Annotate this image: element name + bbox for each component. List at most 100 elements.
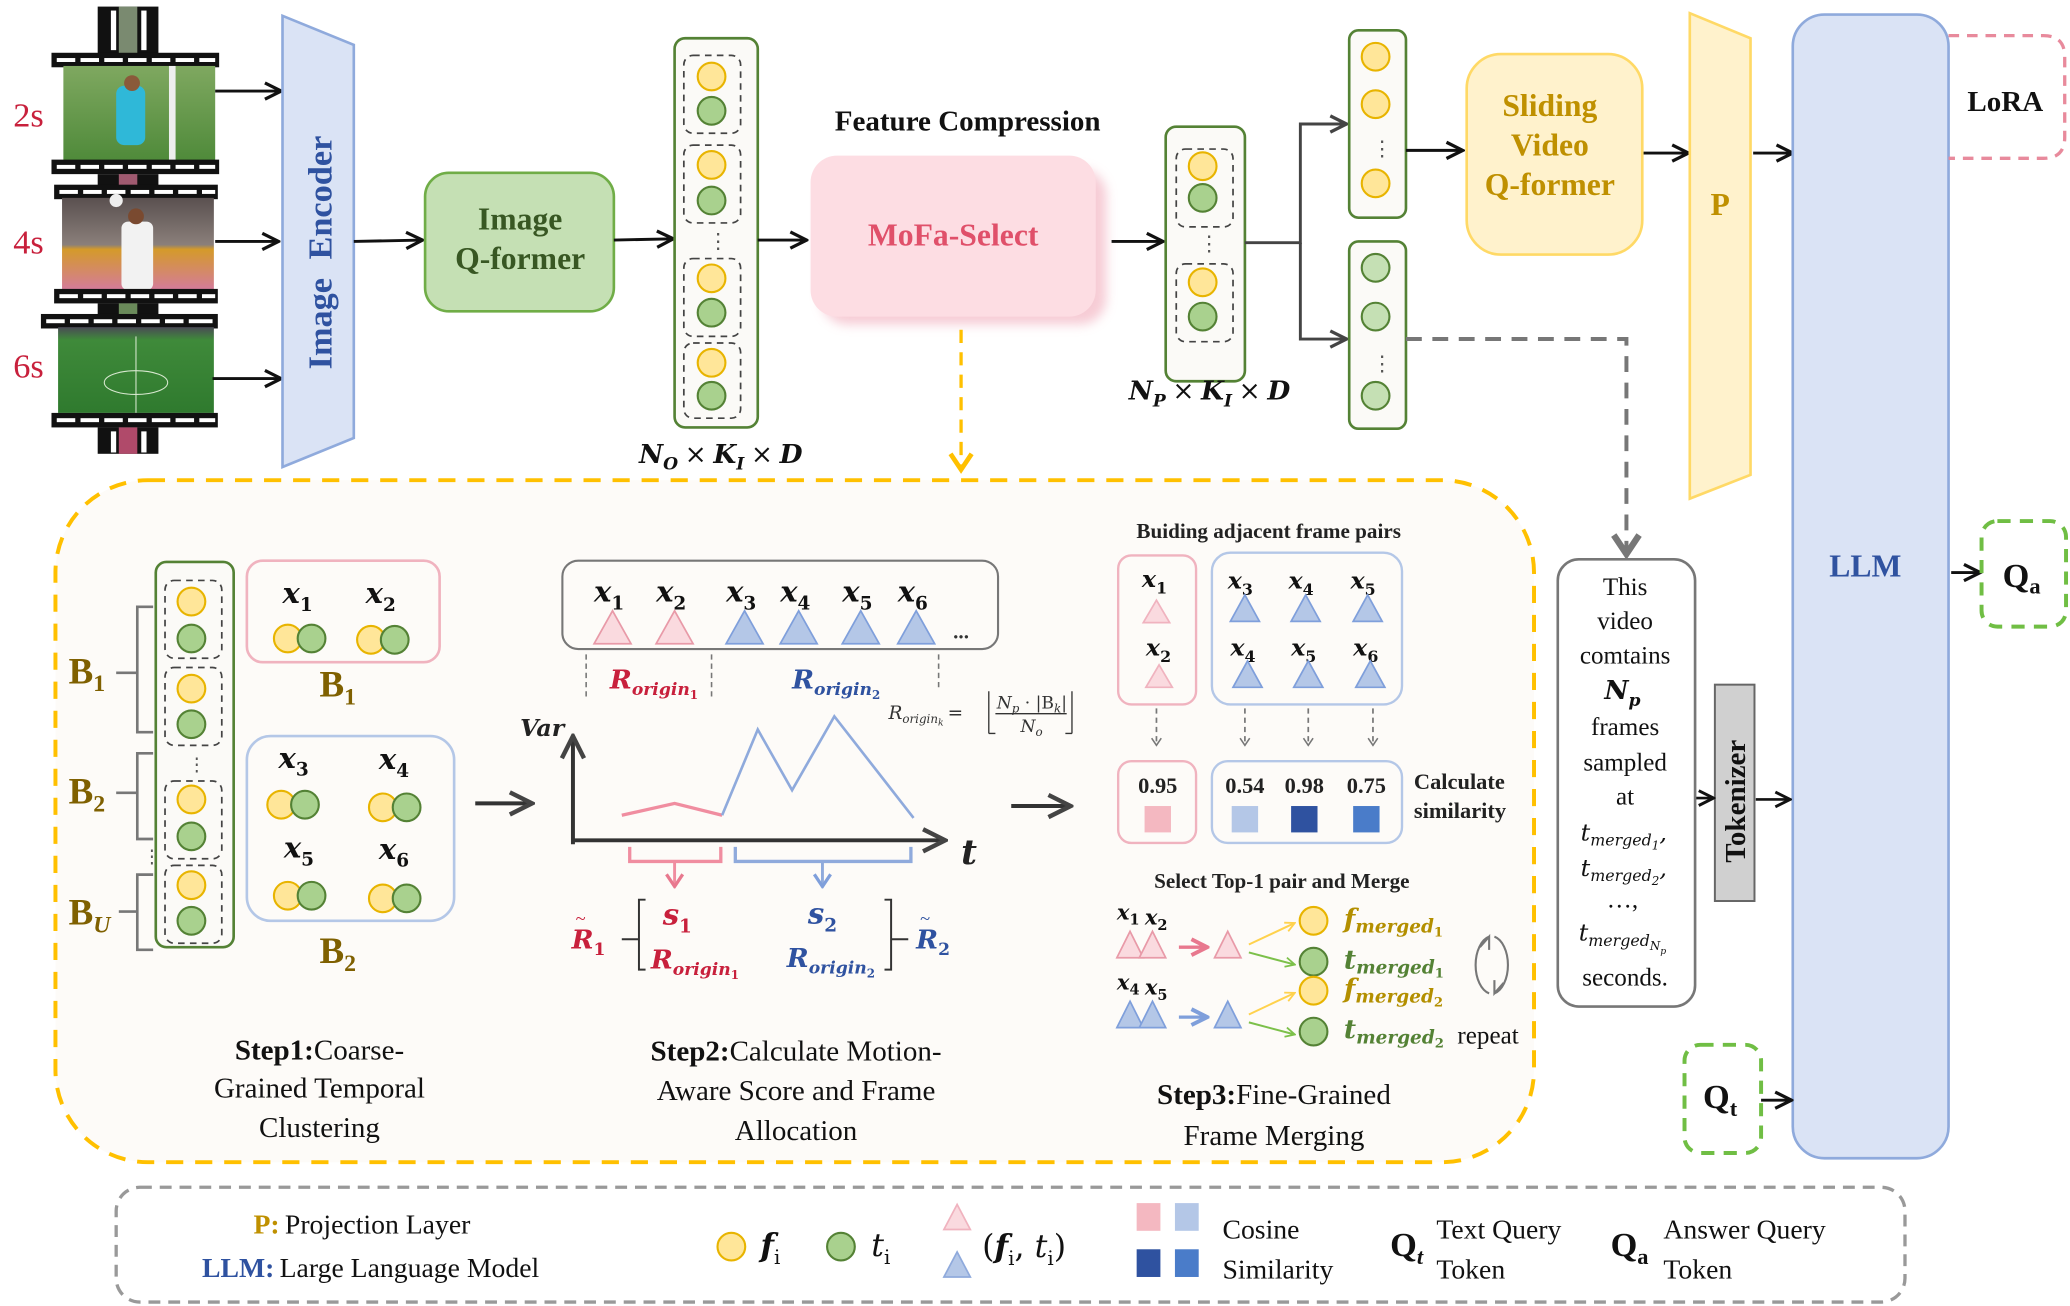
svg-text:R2: R2 (915, 925, 950, 961)
step1-section: ⋮ ⋮ B1 B2 BU x1 x2 B1 x3 x4 x5 x6 (69, 559, 456, 1144)
frame-label: x4 (779, 575, 810, 615)
svg-text:Np · |Bk|: Np · |Bk| (996, 693, 1067, 715)
svg-text:x4: x4 (378, 742, 409, 782)
frame-triangle-icon (654, 609, 695, 645)
variance-plot: Var t (520, 713, 977, 886)
frame-triangle-icon (896, 609, 937, 645)
cluster-label-b2: B2 (319, 930, 356, 977)
svg-text:Rorigin1: Rorigin1 (650, 944, 739, 982)
cluster-label-b1: B1 (319, 664, 356, 711)
pair-frame-label: x4 (1229, 634, 1255, 667)
repeat-cycle-icon (1474, 933, 1509, 997)
pair-triangle-icon (1292, 659, 1325, 689)
merged-triangle-icon (1213, 929, 1243, 959)
svg-text:tmerged2,: tmerged2, (1581, 854, 1667, 888)
svg-text:This: This (1603, 574, 1648, 601)
input-filmstrip (40, 6, 220, 454)
pairs-title: Buiding adjacent frame pairs (1136, 519, 1401, 543)
merge-input-triangle-icon (1115, 929, 1145, 959)
token-stack-compressed: ⋮ (1164, 125, 1247, 383)
text-query-token: Qt (1682, 1042, 1764, 1155)
legend-pair-icon-blue (942, 1250, 972, 1278)
calculate-similarity-label: similarity (1414, 798, 1506, 823)
svg-text:Rorigink=: Rorigink= (887, 703, 963, 729)
step1-caption: Grained Temporal (214, 1073, 425, 1105)
feature-compression-title: Feature Compression (835, 106, 1101, 138)
svg-text:video: video (1597, 608, 1653, 635)
step1-caption: Step1:Coarse- (235, 1034, 404, 1066)
svg-text:...: ... (953, 619, 969, 643)
similarity-value: 0.54 (1225, 773, 1264, 798)
legend-llm: LLM:Large Language Model (202, 1252, 540, 1283)
sliding-qformer-label: Q-former (1485, 167, 1615, 202)
r-origin-1: Rorigin1 (609, 665, 698, 703)
merged-feature-label: fmerged2 (1342, 973, 1443, 1010)
lora-label: LoRA (1967, 86, 2043, 118)
step3-caption: Frame Merging (1184, 1120, 1365, 1152)
legend-pair-icon-pink (942, 1202, 972, 1231)
merged-feature-icon (1298, 975, 1329, 1006)
pair-frame-label: x5 (1290, 634, 1316, 667)
merge-input-triangle-icon (1137, 999, 1168, 1029)
calculate-similarity-label: Calculate (1414, 769, 1505, 794)
similarity-swatch (1144, 806, 1171, 833)
dimension-label-no: NO×KI×D (638, 439, 803, 475)
svg-text:s2: s2 (807, 896, 837, 936)
svg-text:Text Query: Text Query (1436, 1214, 1561, 1245)
svg-text:⋮: ⋮ (708, 229, 729, 253)
svg-text:comtains: comtains (1580, 643, 1671, 670)
step2-caption: Aware Score and Frame (657, 1075, 936, 1107)
x-axis-label: t (961, 833, 977, 873)
svg-text:at: at (1616, 784, 1634, 811)
svg-text:tmergedNp: tmergedNp (1579, 919, 1667, 957)
svg-text:⋮: ⋮ (1372, 137, 1393, 161)
frame-label: x3 (725, 575, 756, 615)
step2-caption: Step2:Calculate Motion- (651, 1036, 942, 1068)
svg-text:x1: x1 (282, 576, 313, 616)
legend-sim-pink (1136, 1203, 1161, 1231)
timestamp-label: 4s (13, 223, 44, 261)
image-qformer-block: Image Q-former (423, 171, 616, 313)
pair-triangle-icon (1289, 593, 1322, 623)
similarity-swatch (1231, 806, 1259, 833)
frame-triangle-icon (778, 609, 819, 645)
svg-text:s1: s1 (662, 898, 692, 938)
image-encoder-block: ImageEncoder (281, 13, 356, 469)
pair-triangle-icon (1231, 659, 1264, 689)
svg-text:~: ~ (920, 909, 930, 929)
mofa-select-label: MoFa-Select (868, 217, 1039, 252)
time-prompt-box: This video comtains Np frames sampled at… (1556, 558, 1697, 1008)
frame-triangle-icon (724, 609, 765, 645)
token-stack-timestamps: ⋮ (1347, 240, 1408, 431)
frame-label: x6 (897, 575, 928, 615)
block-label-b1: B1 (69, 650, 106, 697)
image-encoder-label: ImageEncoder (301, 136, 339, 370)
svg-text:Qt: Qt (1390, 1226, 1424, 1269)
lora-adapter: LoRA (1948, 33, 2067, 160)
svg-text:Qt: Qt (1703, 1078, 1738, 1121)
llm-block: LLM (1791, 13, 1950, 1160)
mofa-select-module[interactable]: MoFa-Select (810, 155, 1107, 325)
svg-text:Similarity: Similarity (1222, 1253, 1333, 1284)
legend: P:Projection Layer LLM:Large Language Mo… (114, 1185, 1907, 1304)
svg-text:⋮: ⋮ (1199, 232, 1220, 256)
svg-text:No: No (1019, 717, 1042, 739)
pair-frame-label: x3 (1227, 566, 1253, 599)
tokenizer-block: Tokenizer (1713, 683, 1756, 902)
svg-text:⋮: ⋮ (143, 847, 161, 867)
merged-time-label: tmerged2 (1344, 1014, 1444, 1051)
similarity-swatch (1291, 806, 1318, 833)
legend-sim-mid-blue (1174, 1249, 1199, 1277)
similarity-value: 0.95 (1138, 773, 1177, 798)
projection-label: P (1710, 187, 1729, 222)
token-stack-features: ⋮ (1347, 29, 1408, 219)
frame-label: x5 (841, 575, 872, 615)
score-allocation: s1 s2 Rorigin1 Rorigin2 R1 ~ R2 ~ (571, 896, 950, 981)
y-axis-label: Var (520, 714, 566, 742)
timestamp-label: 2s (13, 97, 44, 135)
legend-time-icon (826, 1231, 856, 1262)
svg-text:⋮: ⋮ (187, 754, 205, 774)
svg-text:x2: x2 (365, 576, 396, 616)
svg-text:Np: Np (1603, 675, 1640, 711)
